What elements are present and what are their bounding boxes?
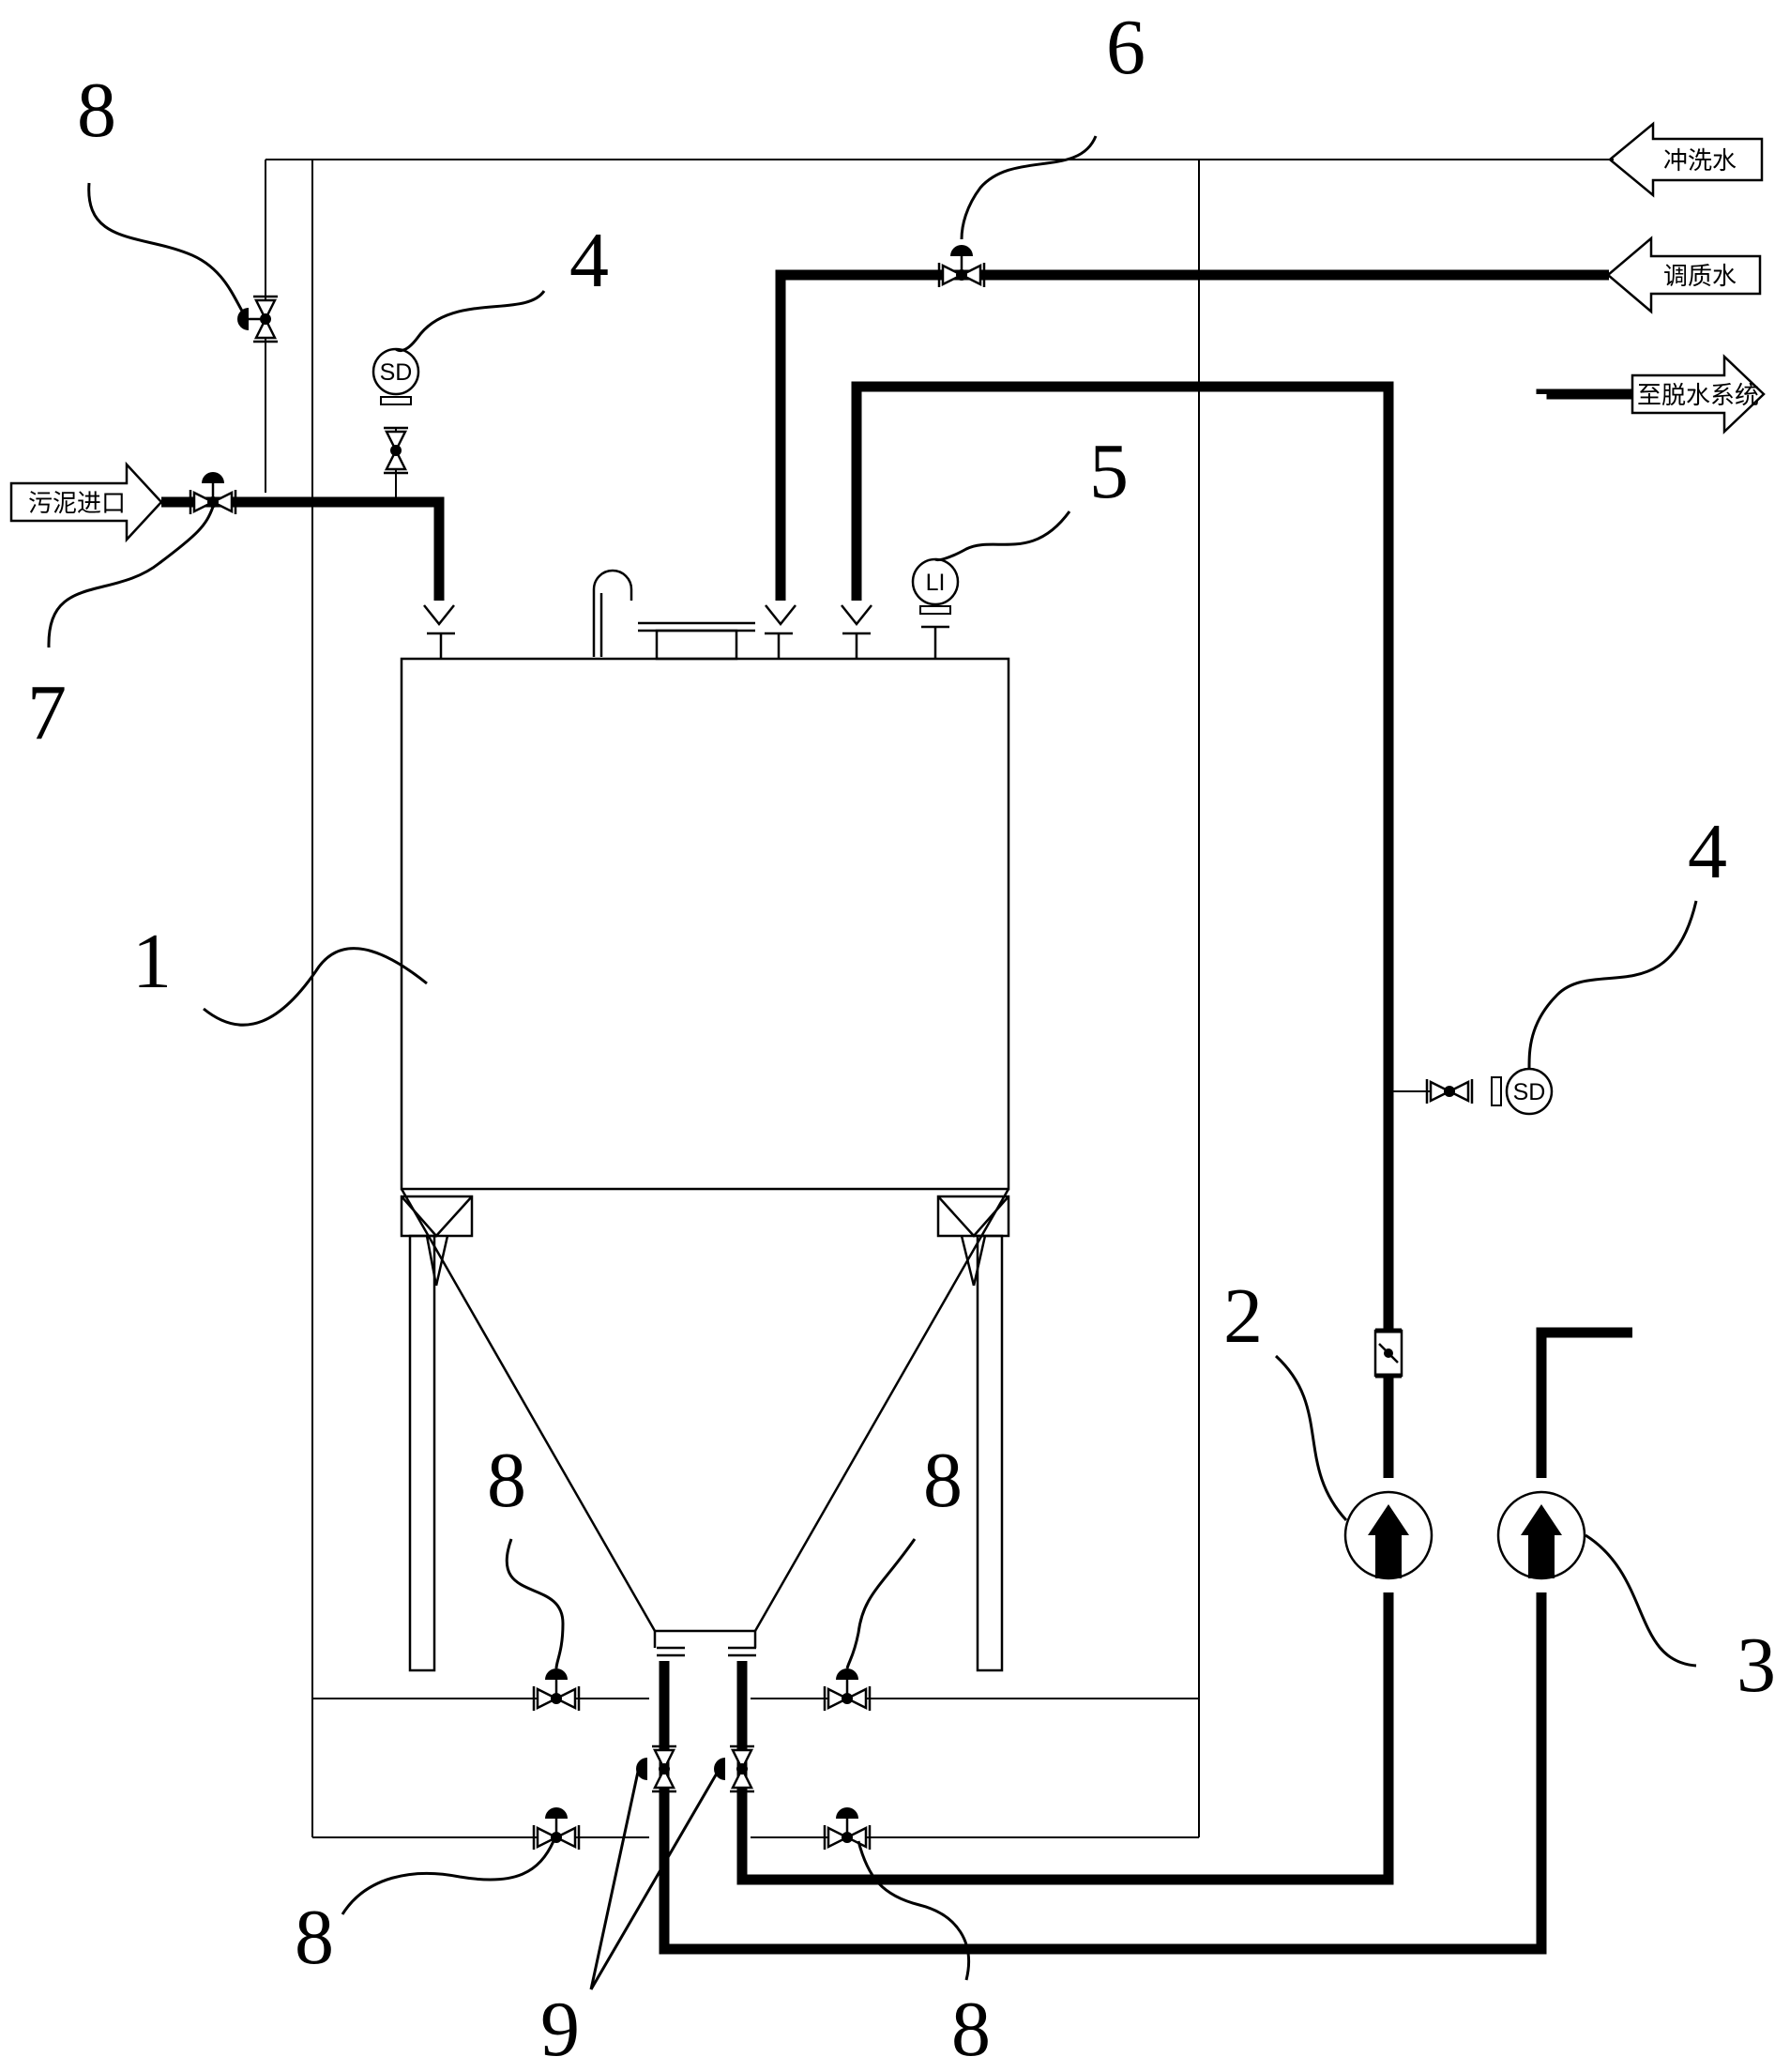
support-leg-right [976,1234,1004,1672]
leader-6 [960,135,1098,240]
flag-conditioning-water: 调质水 [1606,236,1762,314]
valve-flush-lower-left[interactable] [532,1805,581,1851]
flag-conditioning-water-label: 调质水 [1663,263,1737,291]
leader-4-right [1527,900,1698,1069]
callout-8-lower-left: 8 [295,1894,334,1981]
callout-2: 2 [1223,1272,1263,1360]
valve-conditioning-water[interactable] [937,243,986,289]
tank [400,569,1010,1672]
leader-9-a [589,1771,640,1990]
flag-flush-water-label: 冲洗水 [1663,147,1737,175]
valve-flush-top-left[interactable] [237,295,280,343]
sludge-inlet-pipe [161,496,445,601]
level-indicator-text: LI [926,570,946,596]
sd-top-text: SD [380,359,413,386]
flag-to-dewatering: 至脱水系统 [1631,354,1766,434]
flush-water-lines [265,159,1614,1838]
leader-7 [47,506,215,648]
leader-3 [1585,1533,1697,1668]
callout-6: 6 [1106,4,1145,91]
pump-circulation[interactable] [1343,1490,1434,1580]
vent-pipe [592,569,633,657]
leader-8-top-left [87,182,248,318]
level-indicator[interactable]: LI [911,557,960,615]
manhole [655,629,738,661]
leader-5 [934,510,1071,562]
callout-4-right: 4 [1688,808,1727,895]
valve-flush-upper-right[interactable] [823,1667,872,1713]
leader-8-upper-right [845,1538,917,1669]
feed-discharge-pipe-real [1536,1327,1632,1478]
leader-9-b [589,1771,720,1990]
leader-lines [47,135,1698,1990]
callout-3: 3 [1737,1622,1776,1709]
callout-1: 1 [132,918,172,1005]
flag-flush-water: 冲洗水 [1608,121,1764,198]
feed-discharge-pipe [1536,388,1632,1478]
support-leg-left [408,1234,436,1672]
callout-numbers: 1 2 3 4 4 5 6 7 8 8 8 8 8 9 [27,4,1776,2072]
flag-sludge-inlet-label: 污泥进口 [28,490,126,518]
valve-flush-upper-left[interactable] [532,1667,581,1713]
valve-bottom-right[interactable] [714,1744,756,1793]
flag-to-dewatering-label: 至脱水系统 [1637,382,1759,410]
pump-feed[interactable] [1496,1490,1586,1580]
leader-2 [1274,1354,1348,1522]
callout-8-upper-left: 8 [487,1437,526,1524]
callout-9: 9 [540,1986,580,2072]
leader-4-top [394,290,546,352]
support-bracket-left [400,1195,474,1238]
sd-instrument-top[interactable]: SD [372,347,420,405]
callout-7: 7 [27,669,67,756]
callout-8-top-left: 8 [77,67,116,154]
callout-8-upper-right: 8 [923,1437,963,1524]
callout-4-top: 4 [569,217,609,304]
leader-8-lower-left [341,1840,555,1915]
feed-suction-pipe [659,1592,1547,1955]
valve-flush-lower-right[interactable] [823,1805,872,1851]
circulation-return-pipe [851,381,1394,1478]
support-bracket-right [936,1195,1010,1238]
sd-right-text: SD [1513,1079,1546,1105]
valve-bottom-left[interactable] [636,1744,678,1793]
leader-8-upper-left [505,1538,565,1669]
leader-1 [203,947,428,1027]
check-valve[interactable] [1373,1328,1403,1379]
conditioning-water-pipe [775,269,1609,601]
tank-body [400,657,1010,1191]
valve-sd-top[interactable] [382,426,410,475]
tank-cone [400,1188,1010,1633]
sd-instrument-right[interactable]: SD [1491,1067,1554,1116]
leader-8-lower-right [857,1840,971,1981]
valve-sd-right[interactable] [1425,1077,1474,1105]
callout-8-lower-right: 8 [951,1986,991,2072]
flag-sludge-inlet: 污泥进口 [9,461,163,543]
callout-5: 5 [1089,428,1129,515]
